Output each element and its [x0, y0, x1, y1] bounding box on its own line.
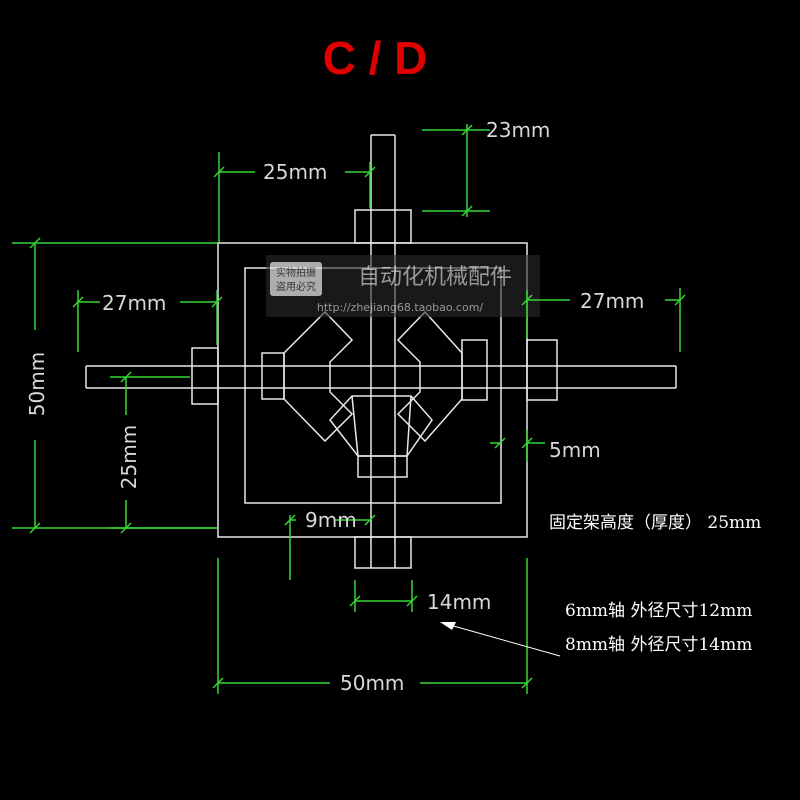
diagram-title: C / D: [323, 32, 428, 84]
dim-50mm-vertical: 50mm: [25, 352, 49, 416]
watermark-badge: [270, 262, 322, 296]
dim-14mm: 14mm: [427, 590, 491, 614]
horizontal-shaft: [85, 339, 677, 405]
right-bevel-gear: [396, 310, 463, 443]
dim-50mm-horizontal: 50mm: [340, 671, 404, 695]
left-outer-nut: [191, 347, 219, 405]
dim-25mm-vertical: 25mm: [117, 425, 141, 489]
right-outer-nut: [526, 339, 558, 401]
vertical-shaft: [354, 134, 412, 569]
left-inner-collar: [261, 352, 285, 400]
watermark-shop-name: 自动化机械配件: [358, 265, 512, 290]
watermark-badge-line2: 盗用必究: [276, 280, 316, 293]
watermark-badge-line1: 实物拍摄: [276, 266, 316, 279]
note-8mm-shaft: 8mm轴 外径尺寸14mm: [565, 635, 752, 655]
bottom-bevel-gear: [329, 395, 433, 457]
dim-25mm-top: 25mm: [263, 160, 327, 184]
watermark-url: http://zhejiang68.taobao.com/: [317, 301, 484, 314]
dim-5mm: 5mm: [549, 438, 601, 462]
dimension-lines: [12, 124, 686, 694]
right-inner-collar: [461, 339, 488, 401]
watermark: 实物拍摄 盗用必究 自动化机械配件 http://zhejiang68.taob…: [266, 255, 540, 317]
note-6mm-shaft: 6mm轴 外径尺寸12mm: [565, 601, 752, 621]
note-bracket-height: 固定架高度（厚度） 25mm: [549, 513, 761, 533]
dim-27mm-right: 27mm: [580, 289, 644, 313]
inner-bearing-block: [357, 455, 408, 478]
bottom-nut: [354, 536, 412, 569]
left-bevel-gear: [283, 310, 354, 443]
bevel-gears: [283, 310, 463, 457]
leader-arrow: [440, 622, 561, 657]
dim-9mm: 9mm: [305, 508, 357, 532]
dim-23mm: 23mm: [486, 118, 550, 142]
top-nut: [354, 209, 412, 244]
dim-27mm-left: 27mm: [102, 291, 166, 315]
